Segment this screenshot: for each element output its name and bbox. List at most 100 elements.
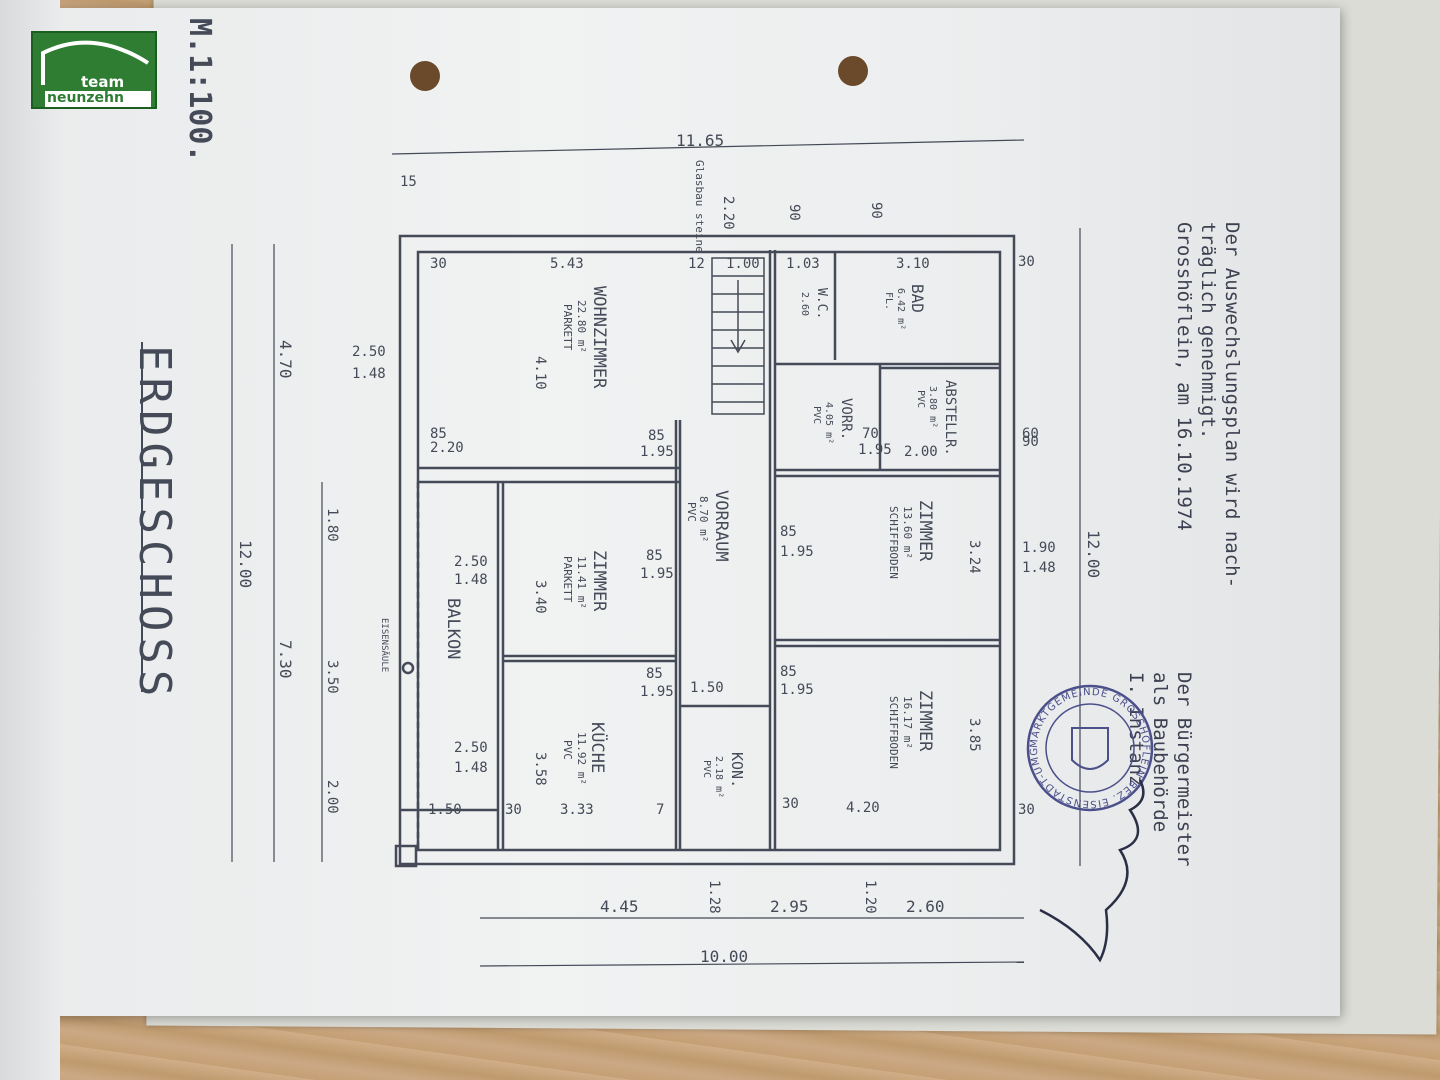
dim-150-b: 1.50 <box>428 802 462 818</box>
walls <box>394 234 1016 868</box>
dim-250-c: 2.50 <box>454 740 488 756</box>
room-bad: BAD <box>908 284 927 313</box>
dim-310: 3.10 <box>896 256 930 272</box>
dim-90-top2: 90 <box>868 202 884 219</box>
room-wohnzimmer: WOHNZIMMER <box>589 286 609 389</box>
staircase <box>711 257 765 415</box>
approval-sig2: als Baubehörde <box>1149 672 1171 832</box>
dim-left-total: 12.00 <box>236 540 255 588</box>
room-abstellr-floor: PVC <box>915 390 926 408</box>
room-zimmer-right1: ZIMMER <box>915 500 935 562</box>
room-kon-floor: PVC <box>701 760 712 778</box>
dim-220-top: 2.20 <box>720 196 736 230</box>
dim-top: 11.65 <box>676 131 724 150</box>
dim-250: 2.50 <box>352 344 386 360</box>
dim-15: 15 <box>400 174 417 190</box>
room-zimmer-right2-area: 16.17 m² <box>901 696 914 749</box>
dim-30-c: 30 <box>782 796 799 812</box>
dim-543: 5.43 <box>550 256 584 272</box>
dim-glass: Glasbau steine <box>693 160 706 253</box>
room-kon: KON. <box>728 752 746 788</box>
dim-148: 1.48 <box>352 366 386 382</box>
room-vorr-floor: PVC <box>811 406 822 424</box>
dim-l3: 1.80 <box>324 508 340 542</box>
dim-12: 12 <box>688 256 705 272</box>
dim-b3: 2.60 <box>906 897 945 916</box>
dim-l1: 4.70 <box>276 340 295 379</box>
room-kon-area: 2.18 m² <box>713 756 724 798</box>
dim-70: 70 <box>862 426 879 442</box>
dim-85-e: 85 <box>780 664 797 680</box>
approval-sig1: Der Bürgermeister <box>1173 672 1195 866</box>
logo-neunzehn: neunzehn <box>47 90 124 106</box>
room-zimmer-mid-area: 11.41 m² <box>575 556 588 609</box>
dim-85: 85 <box>430 426 447 442</box>
dim-195-b: 1.95 <box>640 444 674 460</box>
dim-190: 1.90 <box>1022 540 1056 556</box>
room-kueche-floor: PVC <box>561 740 574 760</box>
dim-358: 3.58 <box>532 752 548 786</box>
dim-195-f: 1.95 <box>780 544 814 560</box>
team-neunzehn-logo: team neunzehn <box>31 31 157 109</box>
room-zimmer-mid: ZIMMER <box>589 550 609 612</box>
dim-60: 60 <box>1022 426 1039 442</box>
dim-30-b: 30 <box>505 802 522 818</box>
dim-333: 3.33 <box>560 802 594 818</box>
dim-324: 3.24 <box>966 540 982 574</box>
balkon-eisensaeule: EISENSÄULE <box>379 618 390 672</box>
dim-l2: 7.30 <box>276 640 295 679</box>
dim-30: 30 <box>430 256 447 272</box>
dim-128: 1.28 <box>706 880 722 914</box>
room-abstellr: ABSTELLR. <box>942 380 958 456</box>
room-wohnzimmer-floor: PARKETT <box>561 304 574 351</box>
approval-text: Der Auswechslungsplan wird nach- träglic… <box>1125 222 1243 866</box>
dim-85-d: 85 <box>646 666 663 682</box>
room-zimmer-right2-floor: SCHIFFBODEN <box>887 696 900 769</box>
dim-420: 4.20 <box>846 800 880 816</box>
approval-line3: Grosshöflein, am 16.10.1974 <box>1173 222 1195 531</box>
dim-right-total: 12.00 <box>1084 530 1103 578</box>
dim-85-c: 85 <box>646 548 663 564</box>
dim-385: 3.85 <box>966 718 982 752</box>
dim-220: 2.20 <box>430 440 464 456</box>
room-abstellr-area: 3.80 m² <box>927 386 938 428</box>
signature <box>1039 779 1145 963</box>
dim-b2: 2.95 <box>770 897 809 916</box>
dim-85-b: 85 <box>648 428 665 444</box>
coat-of-arms-icon <box>1071 727 1109 770</box>
room-zimmer-mid-floor: PARKETT <box>561 556 574 603</box>
scale-label: M.1:100. <box>182 18 217 163</box>
room-zimmer-right1-area: 13.60 m² <box>901 506 914 559</box>
room-bad-floor: FL. <box>883 292 894 310</box>
dim-250-b: 2.50 <box>454 554 488 570</box>
approval-line2: träglich genehmigt. <box>1197 222 1219 439</box>
dim-340: 3.40 <box>532 580 548 614</box>
room-vorraum: VORRAUM <box>711 490 731 562</box>
room-zimmer-right1-floor: SCHIFFBODEN <box>887 506 900 579</box>
approval-line1: Der Auswechslungsplan wird nach- <box>1221 222 1243 588</box>
roof-icon <box>41 40 150 85</box>
room-zimmer-right2: ZIMMER <box>915 690 935 752</box>
dimension-lines <box>231 139 1081 967</box>
logo-team: team <box>81 73 125 91</box>
room-wc: W.C. <box>814 288 829 319</box>
room-bad-area: 6.42 m² <box>895 288 906 330</box>
dim-410: 4.10 <box>532 356 548 390</box>
dim-85-f: 85 <box>780 524 797 540</box>
room-wc-area: 2.60 <box>799 292 810 316</box>
dim-148-d: 1.48 <box>1022 560 1056 576</box>
room-vorraum-area: 8.70 m² <box>697 496 710 542</box>
room-vorraum-floor: PVC <box>685 502 698 522</box>
dim-195-c: 1.95 <box>640 566 674 582</box>
room-vorr: VORR. <box>838 398 854 440</box>
dim-l5: 2.00 <box>324 780 340 814</box>
dim-120: 1.20 <box>862 880 878 914</box>
dim-l4: 3.50 <box>324 660 340 694</box>
floor-title: ERDGESCHOSS <box>129 345 180 702</box>
dim-148-c: 1.48 <box>454 760 488 776</box>
dim-b1: 4.45 <box>600 897 639 916</box>
punch-hole <box>410 61 440 91</box>
room-labels: WOHNZIMMER 22.80 m² PARKETT ZIMMER 11.41… <box>379 284 958 798</box>
dim-150: 1.50 <box>690 680 724 696</box>
dim-103: 1.03 <box>786 256 820 272</box>
